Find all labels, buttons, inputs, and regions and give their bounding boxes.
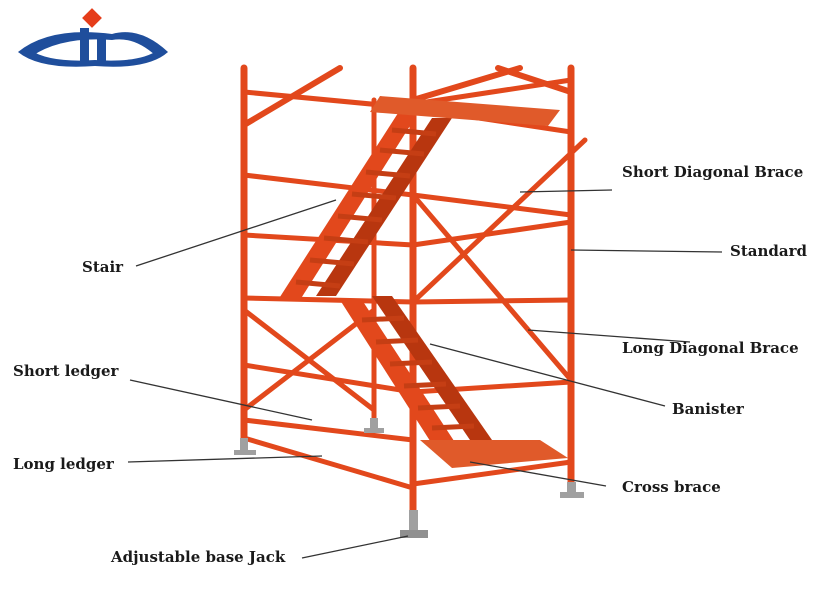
diagonal-braces	[241, 137, 588, 413]
label-stair: Stair	[82, 258, 124, 276]
top-ledgers	[241, 65, 574, 128]
label-adjustable-base-jack: Adjustable base Jack	[111, 548, 286, 566]
company-logo	[18, 8, 168, 67]
leader-lines	[127, 189, 723, 559]
label-long-diagonal-brace: Long Diagonal Brace	[622, 339, 799, 357]
label-short-diagonal-brace: Short Diagonal Brace	[622, 163, 804, 181]
label-banister: Banister	[672, 400, 744, 418]
label-standard: Standard	[730, 242, 807, 260]
label-short-ledger: Short ledger	[13, 362, 119, 380]
label-cross-brace: Cross brace	[622, 478, 721, 496]
base-jacks	[234, 418, 584, 538]
label-long-ledger: Long ledger	[13, 455, 114, 473]
stair-flights	[278, 96, 568, 468]
